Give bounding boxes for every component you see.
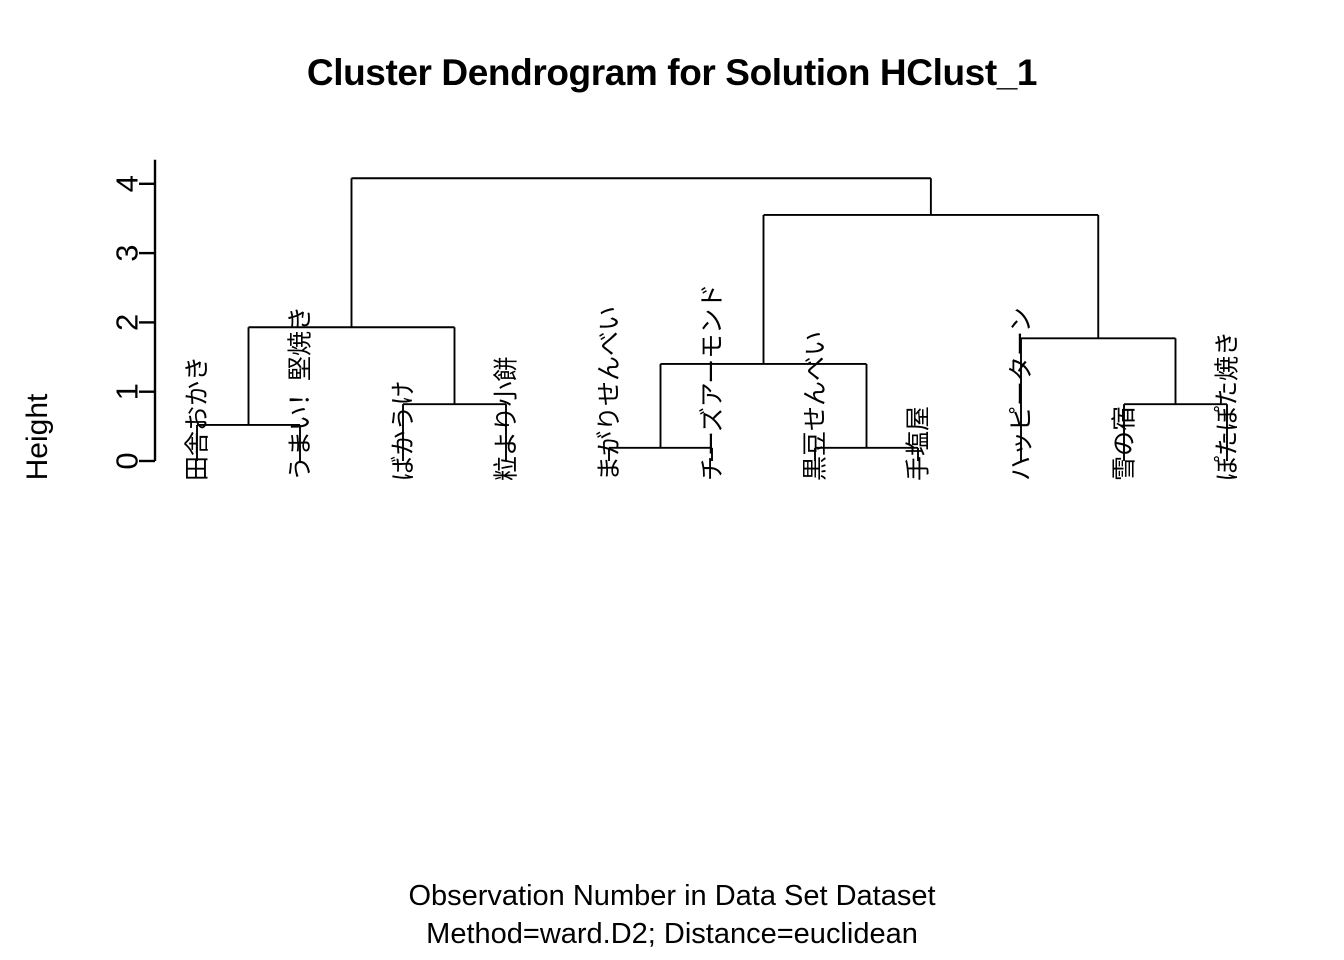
leaf-label: 雪の宿: [1110, 406, 1139, 481]
leaf-label: 黒豆せんべい: [801, 331, 830, 481]
y-axis-tick-label: 1: [110, 383, 145, 400]
leaf-label: 粒より小餅: [492, 356, 521, 481]
leaf-label: ばかうけ: [389, 380, 418, 481]
leaf-label: まがりせんべい: [595, 306, 624, 481]
leaf-label: ハッピーターン: [1007, 307, 1036, 481]
x-axis-caption-line1: Observation Number in Data Set Dataset: [408, 880, 936, 912]
y-axis-tick-label: 3: [110, 244, 145, 261]
leaf-label: チーズアーモンド: [698, 284, 727, 481]
leaf-label: ぽたぽた焼き: [1213, 331, 1242, 481]
y-axis-tick-label: 0: [110, 452, 145, 469]
y-axis: 0 1 2 3 4: [110, 159, 157, 470]
y-axis-tick-label: 4: [110, 175, 145, 192]
dendrogram-tree: [196, 177, 1228, 461]
leaf-label: うまい！堅焼き: [286, 306, 315, 481]
x-axis-caption-line2: Method=ward.D2; Distance=euclidean: [426, 918, 918, 950]
leaf-labels: 田舎おかき うまい！堅焼き ばかうけ 粒より小餅 まがりせんべい チーズアーモンド 黒豆せん…: [183, 284, 1242, 481]
y-axis-tick-label: 2: [110, 314, 145, 331]
page-title: Cluster Dendrogram for Solution HClust_1: [306, 52, 1038, 93]
leaf-label: 手塩屋: [904, 406, 933, 481]
leaf-label: 田舎おかき: [183, 356, 212, 481]
